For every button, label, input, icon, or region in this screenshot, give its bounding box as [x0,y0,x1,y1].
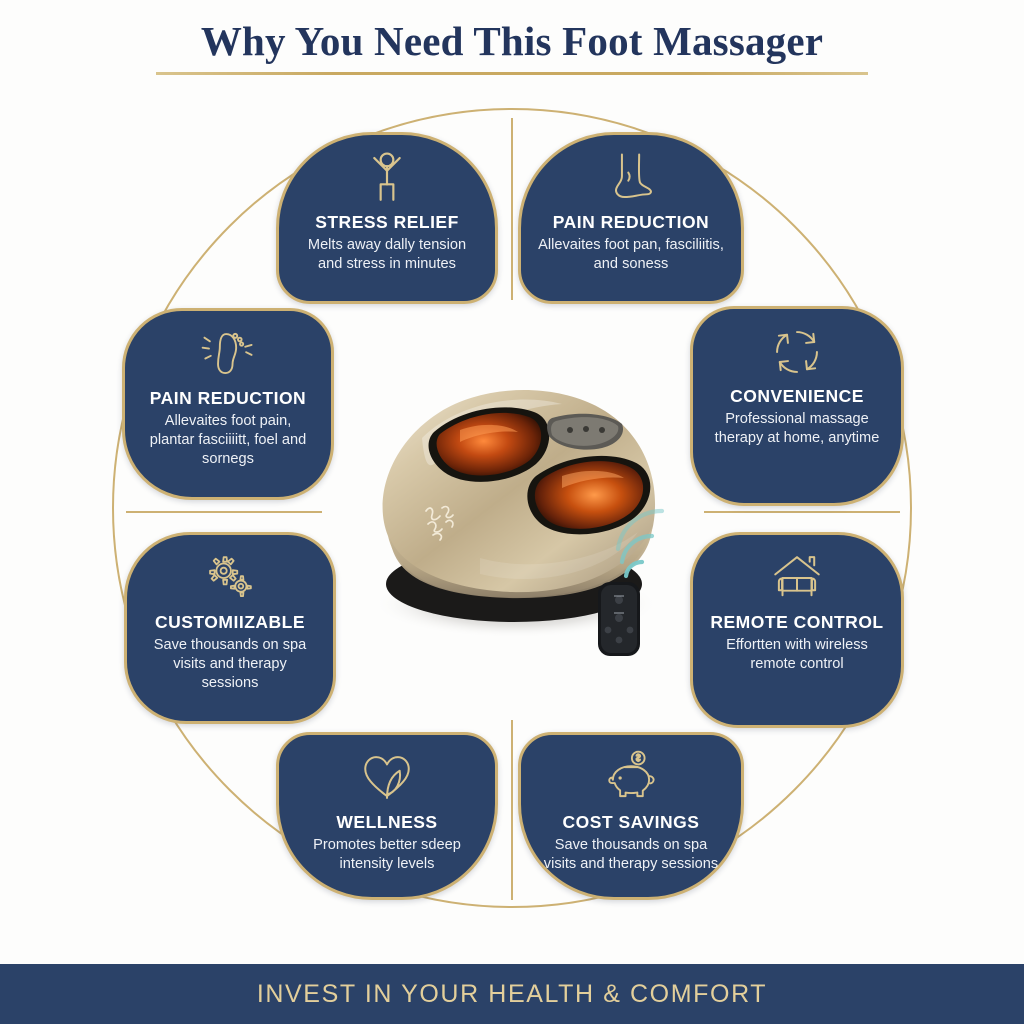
house-sofa-icon [768,549,826,607]
benefit-title: PAIN REDUCTION [149,388,307,408]
spoke-divider-left [126,511,322,513]
piggy-bank-icon [602,749,660,807]
benefit-card-customizable[interactable]: CUSTOMIIZABLE Save thousands on spa visi… [124,532,336,724]
benefit-card-pain-reduction-left[interactable]: PAIN REDUCTION Allevaites foot pain, pla… [122,308,334,500]
benefit-description: Melts away dally tension and stress in m… [307,237,467,272]
benefit-card-wellness[interactable]: WELLNESS Promotes better sdeep intensity… [276,732,498,900]
spoke-divider-top [511,118,513,300]
benefit-card-pain-reduction-top[interactable]: PAIN REDUCTION Allevaites foot pan, fasc… [518,132,744,304]
benefit-title: CONVENIENCE [730,386,864,406]
benefit-title: STRESS RELIEF [315,212,459,232]
benefit-description: Save thousands on spa visits and therapy… [543,837,719,872]
foot-massager-product-photo [330,346,694,670]
title-underline-divider [156,72,868,76]
outer-circle-ring [112,108,912,908]
benefit-card-cost-savings[interactable]: COST SAVINGS Save thousands on spa visit… [518,732,744,900]
benefit-description: Allevaites foot pain, plantar fasciiiitt… [149,413,307,467]
benefit-description: Save thousands on spa visits and therapy… [153,637,307,691]
benefit-description: Professional massage therapy at home, an… [714,411,880,446]
benefit-title: WELLNESS [336,812,438,832]
spoke-divider-bottom [511,720,513,900]
benefit-description: Effortten with wireless remote control [726,637,868,672]
person-arms-up-icon [358,149,416,207]
benefits-circle-layout: STRESS RELIEF Melts away dally tension a… [112,108,912,908]
benefit-description: Promotes better sdeep intensity levels [313,837,461,872]
circular-arrows-icon [768,323,826,381]
heart-leaf-icon [358,749,416,807]
gears-icon [201,549,259,607]
benefit-title: COST SAVINGS [562,812,700,832]
bottom-banner: INVEST IN YOUR HEALTH & COMFORT [0,964,1024,1024]
benefit-title: PAIN REDUCTION [552,212,710,232]
footprint-radiating-icon [199,325,257,383]
benefit-title: REMOTE CONTROL [710,612,884,632]
spoke-divider-right [704,511,900,513]
banner-text: INVEST IN YOUR HEALTH & COMFORT [256,979,768,1008]
benefit-card-convenience[interactable]: CONVENIENCE Professional massage therapy… [690,306,904,506]
page-title: Why You Need This Foot Massager [200,18,824,64]
foot-side-icon [602,149,660,207]
benefit-card-remote-control[interactable]: REMOTE CONTROL Effortten with wireless r… [690,532,904,728]
benefit-title: CUSTOMIIZABLE [154,612,306,632]
benefit-description: Allevaites foot pan, fasciliitis, and so… [538,237,724,272]
header: Why You Need This Foot Massager [0,18,1024,76]
benefit-card-stress-relief[interactable]: STRESS RELIEF Melts away dally tension a… [276,132,498,304]
